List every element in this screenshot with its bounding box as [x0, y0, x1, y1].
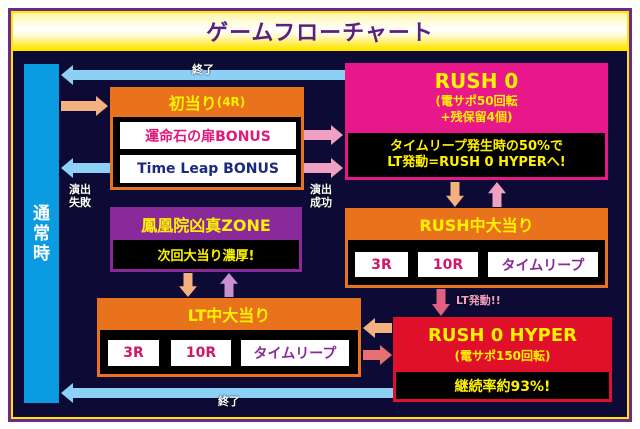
- rush-hit-title: RUSH中大当り: [419, 216, 534, 235]
- lt-hit-option: タイムリープ: [241, 340, 349, 366]
- success-label-line: 演出: [310, 183, 332, 196]
- first-hit-box: 初当り(4R) 運命石の扉BONUS Time Leap BONUS: [110, 87, 304, 190]
- zone-box: 鳳凰院凶真ZONE 次回大当り濃厚!: [110, 207, 302, 272]
- rush0-sub2: +残保留4個): [440, 110, 513, 124]
- hyper-to-lt-arrow: [363, 318, 392, 338]
- hyper-note: 継続率約93%!: [396, 372, 609, 399]
- first-hit-rounds: (4R): [216, 95, 246, 109]
- success-label: 演出成功: [310, 183, 332, 209]
- normal-state-char: 時: [33, 244, 50, 264]
- lt-hit-option: 10R: [171, 340, 231, 366]
- lt-trigger-label: LT発動!!: [456, 294, 501, 307]
- title-bar: ゲームフローチャート: [13, 13, 627, 51]
- rush0-box: RUSH 0 (電サポ50回転 +残保留4個) タイムリープ発生時の50%で L…: [345, 63, 608, 180]
- zone-note: 次回大当り濃厚!: [113, 240, 299, 269]
- rush0-note2: LT発動=RUSH 0 HYPERへ!: [387, 155, 566, 170]
- end-arrow-bottom: [61, 383, 393, 403]
- bonus-fate-door: 運命石の扉BONUS: [120, 122, 296, 149]
- rush0-sub1: (電サポ50回転: [435, 94, 518, 108]
- hyper-header: RUSH 0 HYPER (電サポ150回転): [393, 317, 612, 371]
- bonus-time-leap: Time Leap BONUS: [120, 155, 296, 183]
- rush0-header: RUSH 0 (電サポ50回転 +残保留4個): [345, 63, 608, 131]
- hyper-sub: (電サポ150回転): [454, 349, 551, 363]
- rush0-title: RUSH 0: [434, 69, 519, 93]
- rush-hit-option: 10R: [418, 252, 478, 277]
- rush-hit-option: タイムリープ: [488, 252, 598, 277]
- zone-title: 鳳凰院凶真ZONE: [141, 215, 271, 235]
- bonus2-to-rush0-arrow: [297, 158, 343, 178]
- page-title: ゲームフローチャート: [206, 21, 434, 46]
- hyper-title: RUSH 0 HYPER: [427, 325, 577, 346]
- end-label-top: 終了: [192, 63, 214, 76]
- lt-to-zone-arrow: [220, 273, 238, 297]
- end-arrow-top: [61, 65, 345, 85]
- lt-hit-option: 3R: [108, 340, 159, 366]
- bonus1-to-rush0-arrow: [297, 125, 343, 145]
- first-hit-header: 初当り(4R): [110, 87, 304, 117]
- rush0-to-rushhit-arrow: [446, 182, 464, 207]
- lt-trigger-arrow: [432, 289, 450, 316]
- lt-hit-title: LT中大当り: [187, 306, 271, 325]
- normal-state-char: 常: [33, 224, 50, 244]
- first-hit-title: 初当り: [168, 94, 217, 113]
- start-arrow: [61, 96, 108, 116]
- end-label-bottom: 終了: [218, 395, 240, 408]
- rush-hit-box: RUSH中大当り 3R 10R タイムリープ: [345, 208, 608, 288]
- fail-arrow: [61, 158, 120, 178]
- lt-hit-box: LT中大当り 3R 10R タイムリープ: [97, 298, 361, 377]
- fail-label: 演出失敗: [69, 183, 91, 209]
- hyper-box: RUSH 0 HYPER (電サポ150回転) 継続率約93%!: [393, 317, 612, 402]
- rushhit-to-rush0-arrow: [488, 182, 506, 207]
- zone-to-lt-arrow: [179, 273, 197, 297]
- fail-label-line: 演出: [69, 183, 91, 196]
- rush0-note1: タイムリープ発生時の50%で: [389, 139, 564, 154]
- rush0-note: タイムリープ発生時の50%で LT発動=RUSH 0 HYPERへ!: [348, 133, 605, 177]
- success-label-line: 成功: [310, 196, 332, 209]
- normal-state-bar: 通 常 時: [24, 64, 59, 403]
- fail-label-line: 失敗: [69, 196, 91, 209]
- normal-state-char: 通: [33, 204, 50, 224]
- rush-hit-option: 3R: [355, 252, 408, 277]
- lt-to-hyper-arrow: [363, 345, 392, 365]
